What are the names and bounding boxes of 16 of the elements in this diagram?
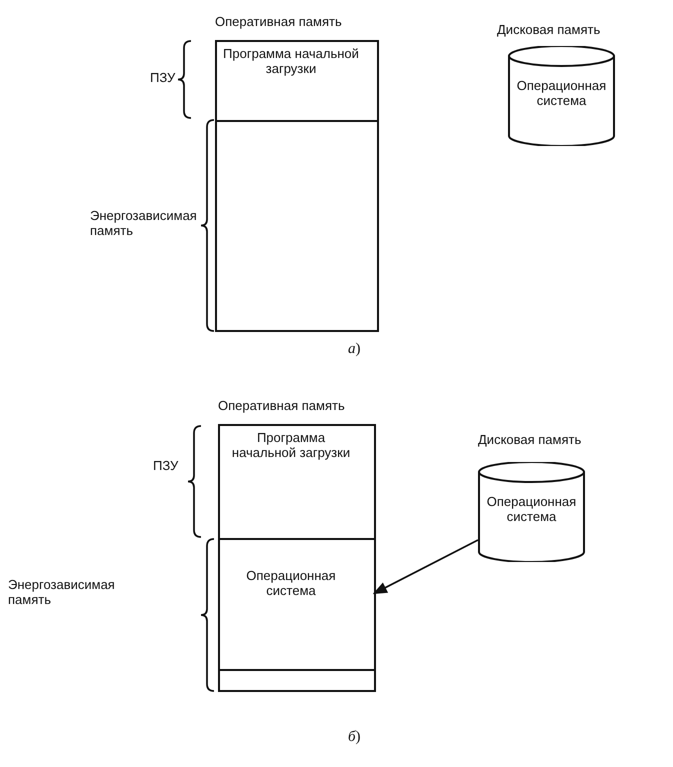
bracket-label: ПЗУ — [150, 70, 176, 85]
panel-caption: а) — [348, 342, 360, 357]
disk-heading: Дисковая память — [497, 22, 600, 37]
segment-label: Программа начальной загрузки — [230, 429, 352, 460]
disk-heading: Дисковая память — [478, 432, 582, 447]
cylinder-label: Операционная система — [516, 78, 608, 108]
arrow — [372, 539, 478, 594]
segment-label: Операционная система — [245, 567, 337, 598]
column-heading: Оперативная память — [218, 398, 345, 413]
bracket-label: ПЗУ — [153, 458, 178, 473]
column-heading: Оперативная память — [215, 14, 342, 29]
panel-caption: б) — [348, 730, 361, 745]
bracket-label: Энергозависимая память — [90, 208, 198, 238]
segment-label: Программа начальной загрузки — [222, 45, 360, 76]
bracket-label: Энергозависимая память — [8, 577, 116, 607]
cylinder-label: Операционная система — [486, 494, 578, 524]
